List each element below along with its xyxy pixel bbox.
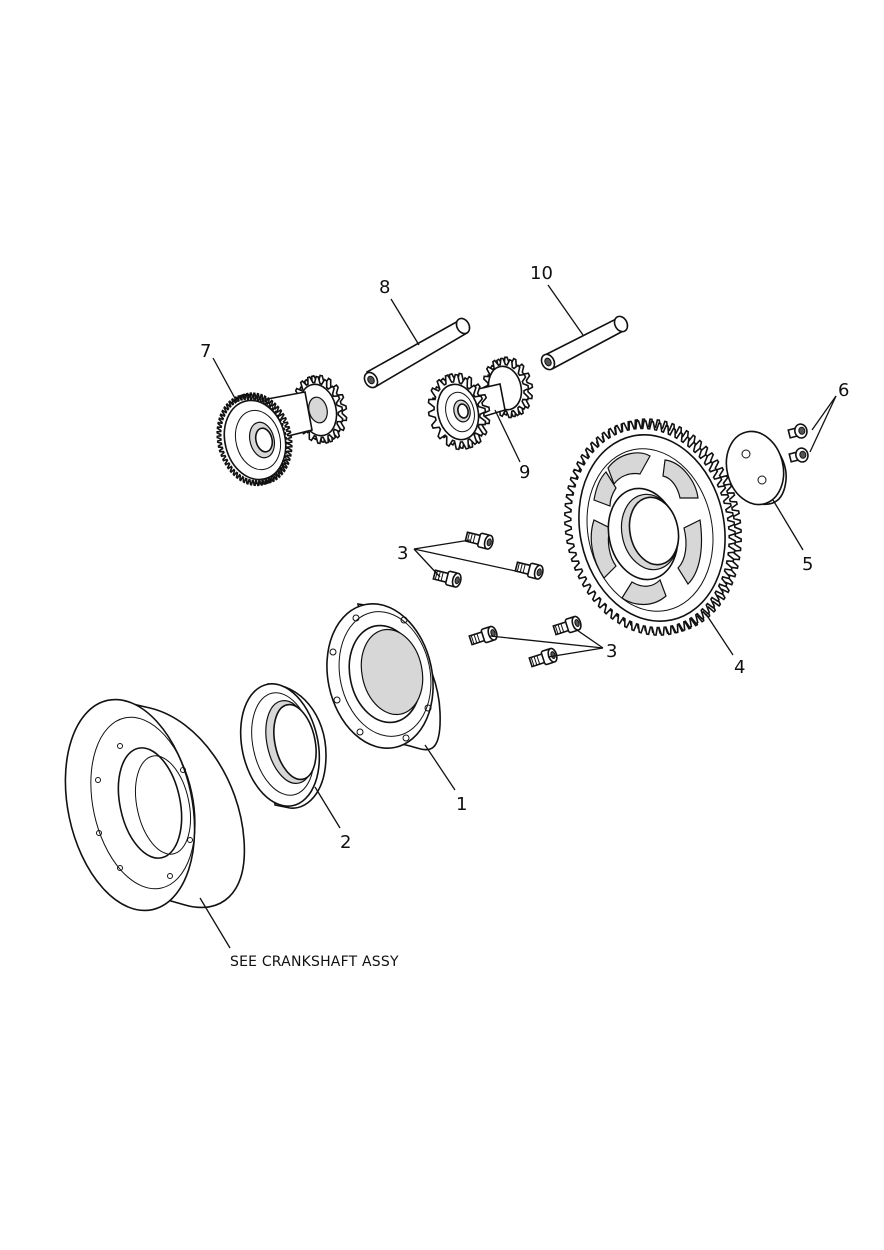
bolt-6 [528, 647, 558, 668]
crankshaft-assembly [64, 698, 246, 912]
part-8-pin [363, 317, 471, 389]
part-4-large-gear [563, 418, 743, 636]
leader-lines [199, 284, 837, 949]
flange-bolt-holes [329, 614, 432, 742]
callout-10: 10 [530, 263, 553, 284]
crankshaft-bolt-holes [95, 743, 193, 879]
callout-labels: 1 2 3 3 4 5 6 7 8 9 10 SEE CRANKSHAFT AS… [200, 263, 849, 970]
large-gear-spoke-windows [590, 452, 703, 606]
part-5-cover-plate [725, 430, 787, 506]
callout-5: 5 [802, 554, 813, 575]
part-3-bolts [432, 531, 582, 668]
callout-2: 2 [340, 832, 351, 853]
part-6-screws [787, 423, 809, 463]
part-10-pin [540, 315, 629, 371]
callout-3: 3 [397, 543, 408, 564]
part-2-bearing [239, 683, 327, 809]
part-7-gear-shaft [216, 374, 348, 487]
callout-4: 4 [734, 657, 745, 678]
callout-6: 6 [838, 380, 849, 401]
callout-3: 3 [606, 641, 617, 662]
bolt-4 [468, 625, 498, 646]
bolt-2 [514, 561, 544, 580]
bolt-5 [552, 615, 582, 636]
callout-8: 8 [379, 277, 390, 298]
callout-1: 1 [456, 794, 467, 815]
crankshaft-note: SEE CRANKSHAFT ASSY [230, 954, 399, 970]
callout-7: 7 [200, 341, 211, 362]
part-9-double-gear [427, 356, 534, 451]
part-1-flange-ring [326, 602, 441, 751]
bolt-3 [432, 569, 462, 588]
callout-9: 9 [519, 462, 530, 483]
bolt-1 [464, 531, 494, 550]
